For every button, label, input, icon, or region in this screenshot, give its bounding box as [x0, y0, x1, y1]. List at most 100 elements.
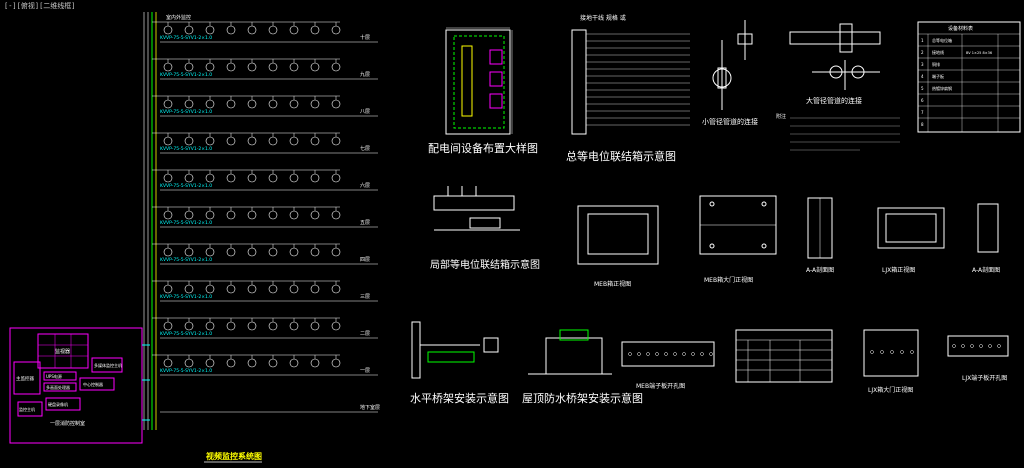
material-table-cell: 7	[921, 110, 924, 115]
camera-symbol	[289, 136, 299, 146]
camera-symbol	[289, 173, 299, 183]
meb-door-title: MEB箱大门正视图	[704, 276, 753, 284]
camera-symbol	[268, 358, 278, 368]
room-item-5: 硬盘录像机	[48, 401, 68, 407]
riser-floor-label: 八层	[360, 109, 370, 115]
meb-terminal-title: MEB端子板开孔图	[636, 382, 685, 390]
terminal-hole	[646, 352, 650, 356]
riser-floor: 六层 KVVP-75-5-SYV1-2×1.0	[152, 169, 378, 191]
terminal-hole	[673, 352, 677, 356]
camera-symbol	[184, 173, 194, 183]
material-table-title: 设备材料表	[948, 25, 973, 32]
camera-symbol	[247, 99, 257, 109]
camera-symbol	[289, 358, 299, 368]
material-table-cell: 总等电位箱	[932, 37, 952, 43]
riser-floor-label: 地下室层	[360, 404, 380, 411]
camera-symbol	[247, 321, 257, 331]
cable-spec-label: KVVP-75-5-SYV1-2×1.0	[160, 146, 212, 152]
camera-symbol	[247, 247, 257, 257]
camera-symbol	[310, 25, 320, 35]
terminal-hole	[880, 350, 884, 354]
camera-symbol	[247, 210, 257, 220]
camera-symbol	[247, 136, 257, 146]
cable-spec-label: KVVP-75-5-SYV1-2×1.0	[160, 257, 212, 263]
camera-symbol	[289, 284, 299, 294]
pipe-small-title: 小管径管道的连接	[702, 117, 758, 126]
room-item-2: 中心控制器	[83, 381, 103, 387]
camera-symbol	[310, 99, 320, 109]
camera-symbol	[247, 25, 257, 35]
room-device-5	[17, 401, 43, 417]
room-monitor-wall	[37, 333, 89, 369]
horizontal-tray: 水平桥架安装示意图	[410, 321, 509, 405]
terminal-hole	[700, 352, 704, 356]
viewport-label[interactable]: [-][俯视][二维线框]	[4, 2, 76, 10]
tray-horizontal-title: 水平桥架安装示意图	[410, 391, 509, 405]
camera-symbol	[163, 62, 173, 72]
camera-symbol	[247, 284, 257, 294]
camera-symbol	[268, 62, 278, 72]
room-device-3	[79, 377, 115, 391]
room-monitor-label: 监视器	[55, 348, 70, 355]
camera-symbol	[331, 247, 341, 257]
cable-spec-label: KVVP-75-5-SYV1-2×1.0	[160, 35, 212, 41]
camera-symbol	[184, 210, 194, 220]
camera-symbol	[289, 321, 299, 331]
camera-symbol	[184, 321, 194, 331]
material-table-cell: 4	[921, 74, 924, 79]
camera-symbol	[184, 284, 194, 294]
material-table-cell: 接地线	[932, 49, 944, 55]
camera-symbol	[268, 99, 278, 109]
camera-symbol	[289, 62, 299, 72]
camera-symbol	[184, 62, 194, 72]
riser-floor-label: 七层	[360, 145, 370, 152]
ljx-door-view: LJX箱大门正视图	[863, 329, 919, 394]
camera-symbol	[184, 99, 194, 109]
camera-symbol	[163, 321, 173, 331]
terminal-hole	[682, 352, 686, 356]
camera-symbol	[163, 99, 173, 109]
camera-symbol	[310, 321, 320, 331]
material-table-cell: 端子板	[932, 73, 944, 79]
cable-spec-label: KVVP-75-5-SYV1-2×1.0	[160, 72, 212, 78]
camera-symbol	[310, 284, 320, 294]
camera-symbol	[163, 284, 173, 294]
camera-symbol	[226, 99, 236, 109]
camera-symbol	[184, 247, 194, 257]
riser-floor-label: 六层	[360, 182, 370, 189]
camera-symbol	[268, 210, 278, 220]
cable-spec-label: KVVP-75-5-SYV1-2×1.0	[160, 220, 212, 226]
room-device-2	[43, 382, 77, 392]
camera-symbol	[205, 321, 215, 331]
pipe-large-title: 大管径管道的连接	[806, 96, 862, 105]
cable-spec-label: KVVP-75-5-SYV1-2×1.0	[160, 183, 212, 189]
roof-tray: 屋顶防水桥架安装示意图	[522, 329, 643, 405]
room-outline	[9, 327, 143, 444]
camera-symbol	[289, 247, 299, 257]
terminal-hole	[691, 352, 695, 356]
ljx-front-view: LJX箱正视图	[877, 207, 945, 274]
riser-floor-label: 四层	[360, 257, 370, 263]
room-device-4	[91, 357, 123, 373]
camera-symbol	[331, 210, 341, 220]
camera-symbol	[268, 25, 278, 35]
tray-roof-title: 屋顶防水桥架安装示意图	[522, 391, 643, 405]
ljx-front-title: LJX箱正视图	[882, 266, 915, 274]
terminal-hole	[988, 344, 992, 348]
camera-symbol	[184, 136, 194, 146]
room-device-6	[45, 397, 81, 411]
control-room-block: 监视器 主监控器 UPS电源 多画面处理器 中心控制器 多媒体监控主机 监控主机…	[9, 327, 150, 444]
notes-block: 附注	[776, 113, 900, 151]
camera-symbol	[205, 173, 215, 183]
aa2-title: A-A剖面图	[972, 266, 1000, 274]
ljx-terminal-plate: LJX端子板开孔图	[947, 335, 1009, 382]
